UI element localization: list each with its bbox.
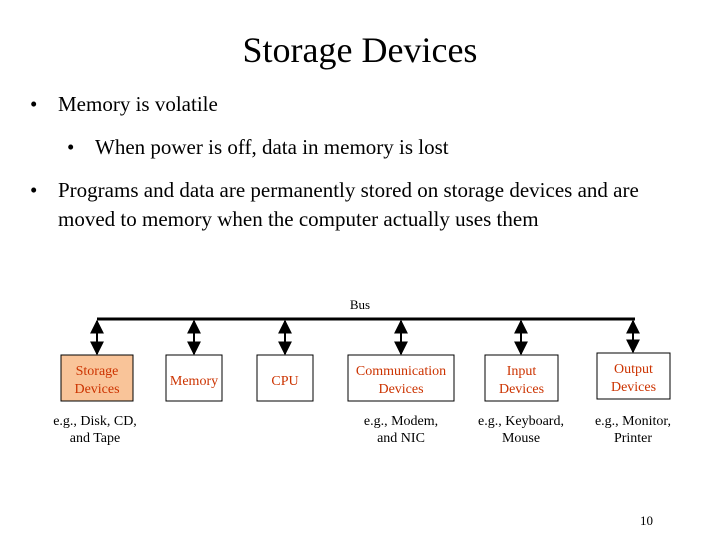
communication-devices-label-line2: Devices <box>378 382 423 397</box>
input-devices-example-line1: e.g., Keyboard, <box>478 414 564 429</box>
input-devices-label-line2: Devices <box>499 382 544 397</box>
page-number: 10 <box>640 513 653 528</box>
slide-title: Storage Devices <box>242 30 478 70</box>
storage-devices-label-line1: Storage <box>76 364 119 379</box>
storage-devices-example-line1: e.g., Disk, CD, <box>53 414 137 429</box>
component-memory: Memory <box>165 319 223 402</box>
output-devices-label-line2: Devices <box>611 380 656 395</box>
storage-devices-example-line2: and Tape <box>70 431 120 446</box>
output-devices-box <box>596 352 671 400</box>
bullet-dot: • <box>30 92 38 116</box>
memory-box <box>165 354 223 402</box>
cpu-label: CPU <box>271 374 298 389</box>
bullet-2: • Programs and data are permanently stor… <box>30 176 700 234</box>
output-devices-label-line1: Output <box>614 362 653 377</box>
input-devices-label-line1: Input <box>507 364 537 379</box>
bullet-1: • Memory is volatile <box>30 90 690 119</box>
storage-devices-label-line2: Devices <box>74 382 119 397</box>
bullet-1-text: Memory is volatile <box>58 92 218 116</box>
output-devices-example-line2: Printer <box>614 431 652 446</box>
bus-label: Bus <box>350 297 370 312</box>
memory-label: Memory <box>170 374 218 389</box>
output-devices-example-line1: e.g., Monitor, <box>595 414 671 429</box>
sub-bullet-1-text: When power is off, data in memory is los… <box>95 135 449 159</box>
communication-devices-example-line2: and NIC <box>377 431 425 446</box>
bullet-2-text: Programs and data are permanently stored… <box>58 178 639 231</box>
storage-devices-box <box>60 354 134 402</box>
cpu-box <box>256 354 314 402</box>
bullet-dot: • <box>30 178 38 202</box>
component-cpu: CPU <box>256 319 314 402</box>
input-devices-box <box>484 354 559 402</box>
bullet-dot: • <box>67 135 75 159</box>
communication-devices-box <box>347 354 455 402</box>
input-devices-example-line2: Mouse <box>502 431 540 446</box>
communication-devices-label-line1: Communication <box>356 364 446 379</box>
sub-bullet-1: • When power is off, data in memory is l… <box>67 133 687 162</box>
communication-devices-example-line1: e.g., Modem, <box>364 414 438 429</box>
